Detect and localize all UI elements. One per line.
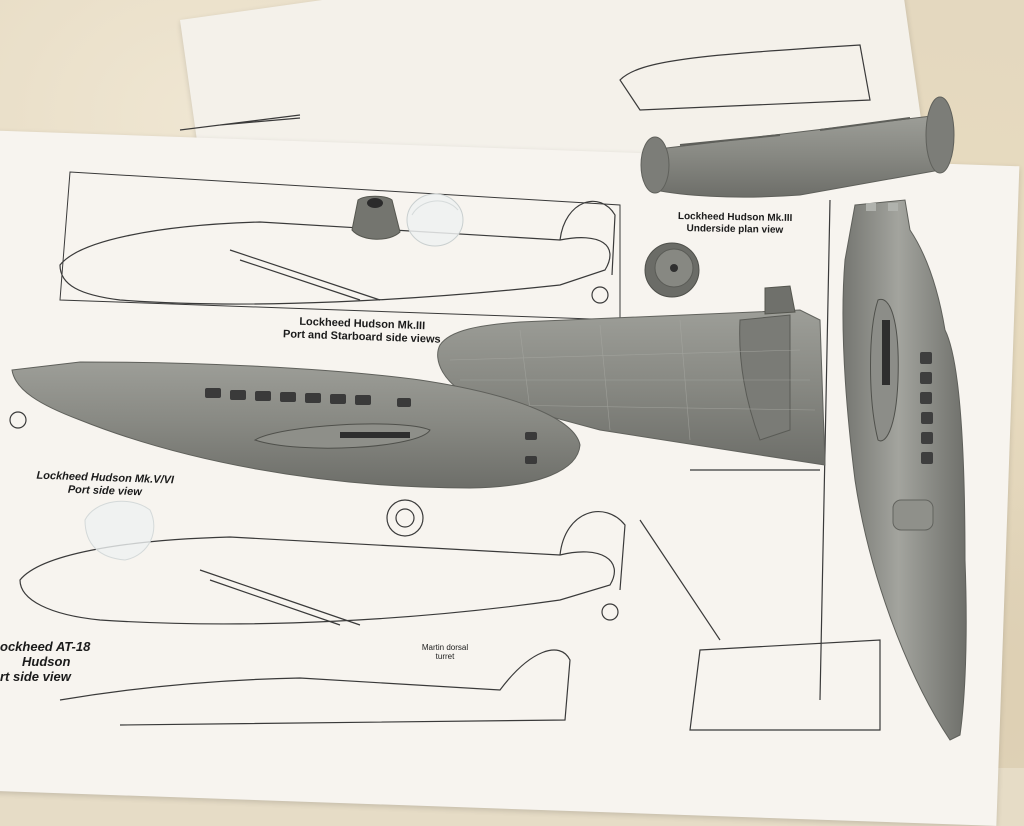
label-turret-note: Martin dorsal turret [410,643,480,661]
label-line: rt side view [0,668,71,684]
main-wheel[interactable] [644,242,700,298]
label-at18-side: ockheed AT-18 Hudson rt side view [0,639,110,685]
label-line: Martin dorsal [421,643,469,652]
label-mk5-side: Lockheed Hudson Mk.V/VI Port side view [30,469,181,500]
label-underside-plan: Lockheed Hudson Mk.III Underside plan vi… [665,211,805,236]
fuselage-half-left[interactable] [11,361,581,489]
wing-lower[interactable] [437,285,826,466]
clear-part-small[interactable] [84,500,155,561]
label-line: Hudson [22,653,71,669]
horizontal-tailplane[interactable] [640,96,955,198]
label-line: ockheed AT-18 [0,639,91,654]
label-line: turret [435,652,455,662]
clear-canopy[interactable] [406,193,464,247]
fuselage-half-right[interactable] [842,199,967,741]
kit-parts-layer [11,96,967,741]
engine-cowling[interactable] [351,195,401,240]
